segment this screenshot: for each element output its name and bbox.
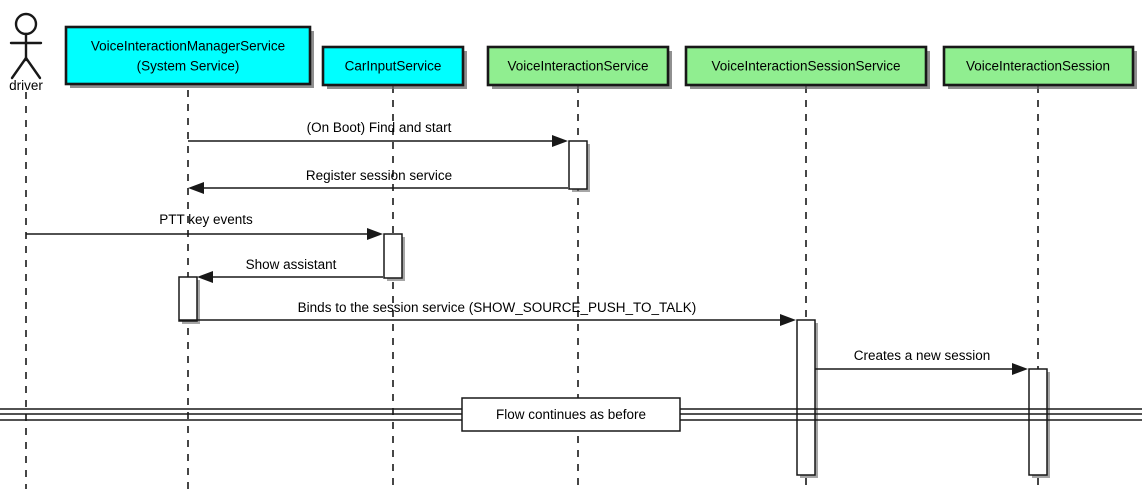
message-2-label: Register session service: [306, 168, 452, 183]
participant-vims-label-line2: (System Service): [137, 59, 240, 74]
message-2-arrowhead-icon: [188, 182, 204, 194]
flow-divider: Flow continues as before: [0, 397, 1142, 432]
actor-leg-left-icon: [10, 56, 28, 80]
activation-viss: [796, 319, 816, 476]
message-3[interactable]: PTT key events: [26, 212, 383, 240]
participant-vsession[interactable]: VoiceInteractionSession: [942, 45, 1137, 89]
participant-cis-box[interactable]: [321, 45, 465, 87]
actor-driver-label: driver: [9, 78, 43, 93]
message-6[interactable]: Creates a new session: [815, 348, 1028, 375]
divider-box: [461, 397, 681, 432]
activation-vis: [568, 140, 588, 190]
participant-vims-label-line1: VoiceInteractionManagerService: [91, 39, 285, 54]
participant-vis-label: VoiceInteractionService: [507, 59, 648, 74]
participant-viss[interactable]: VoiceInteractionSessionService: [684, 45, 930, 89]
message-4[interactable]: Show assistant: [197, 257, 383, 283]
activations-layer: [178, 140, 1050, 478]
participant-vis[interactable]: VoiceInteractionService: [486, 45, 672, 89]
message-5-arrowhead-icon: [780, 314, 796, 326]
participant-cis-label: CarInputService: [345, 59, 442, 74]
activation-cis: [383, 233, 403, 279]
message-6-arrowhead-icon: [1012, 363, 1028, 375]
participant-vis-box[interactable]: [486, 45, 670, 87]
message-1-arrowhead-icon: [552, 135, 568, 147]
message-5[interactable]: Binds to the session service (SHOW_SOURC…: [179, 300, 796, 326]
message-4-arrowhead-icon: [197, 271, 213, 283]
actor-leg-right-icon: [24, 56, 42, 80]
actor-driver[interactable]: driver: [9, 12, 43, 93]
actor-head-icon: [14, 12, 38, 36]
message-2[interactable]: Register session service: [188, 168, 568, 194]
participant-vsession-label: VoiceInteractionSession: [966, 59, 1110, 74]
message-3-label: PTT key events: [159, 212, 253, 227]
message-6-label: Creates a new session: [854, 348, 991, 363]
message-1-label: (On Boot) Find and start: [307, 120, 452, 135]
message-3-arrowhead-icon: [367, 228, 383, 240]
activation-vims: [178, 276, 198, 322]
message-1[interactable]: (On Boot) Find and start: [188, 120, 568, 147]
participant-cis[interactable]: CarInputService: [321, 45, 467, 89]
participant-vsession-box[interactable]: [942, 45, 1135, 87]
divider-label: Flow continues as before: [496, 407, 646, 422]
participant-vims[interactable]: VoiceInteractionManagerService (System S…: [64, 25, 314, 88]
message-4-label: Show assistant: [246, 257, 337, 272]
participant-viss-box[interactable]: [684, 45, 928, 87]
participant-viss-label: VoiceInteractionSessionService: [711, 59, 900, 74]
activation-vsession: [1028, 368, 1048, 476]
participant-vims-box[interactable]: [64, 25, 312, 86]
message-5-label: Binds to the session service (SHOW_SOURC…: [298, 300, 697, 315]
